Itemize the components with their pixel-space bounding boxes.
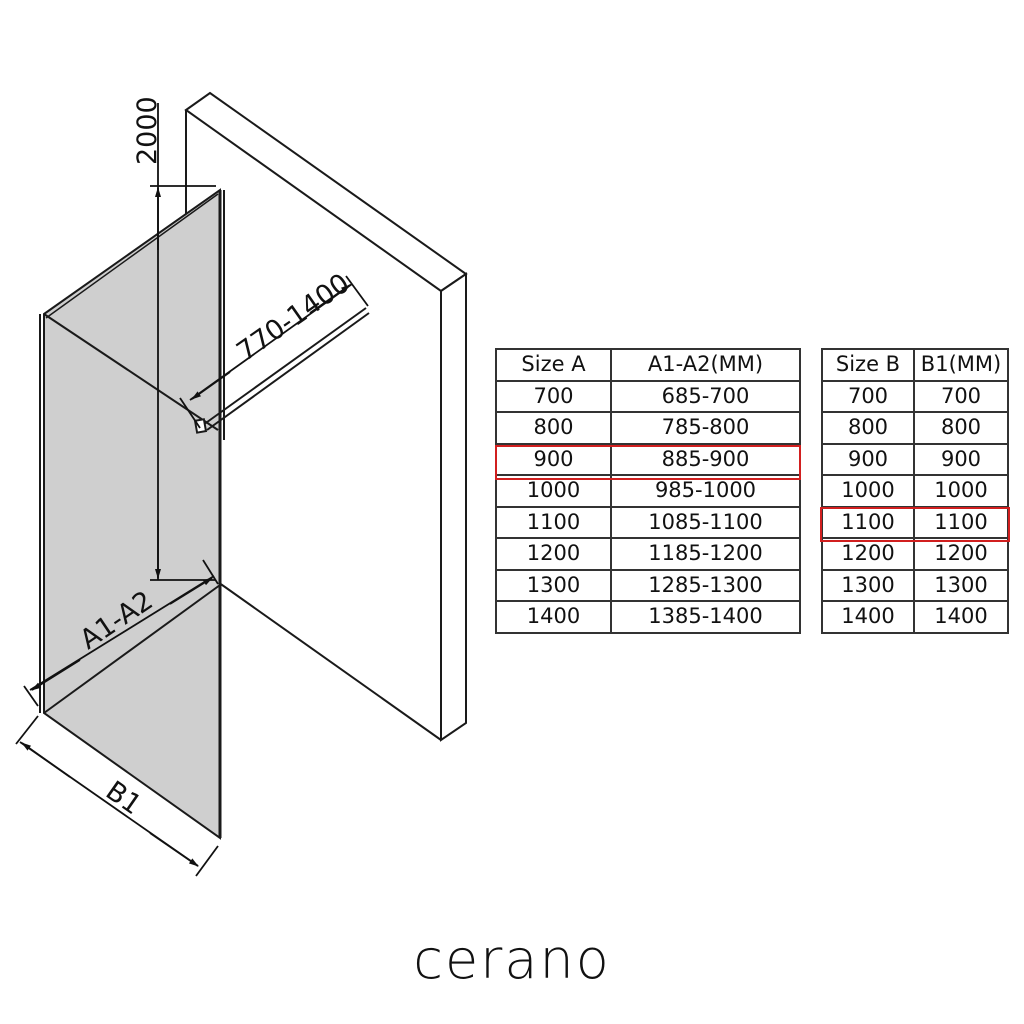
table-header-row: Size B B1(MM)	[821, 348, 1009, 382]
size-cell: 1100	[821, 505, 915, 539]
size-cell: 1400	[495, 600, 612, 634]
size-cell: 700	[821, 379, 915, 413]
header-b1: B1(MM)	[913, 348, 1009, 382]
brand-logo: cerano	[413, 928, 611, 991]
header-a1-a2: A1-A2(MM)	[610, 348, 801, 382]
b1-cell: 900	[913, 442, 1009, 476]
size-cell: 700	[495, 379, 612, 413]
size-cell: 1200	[495, 537, 612, 571]
size-cell: 1200	[821, 537, 915, 571]
size-cell: 1300	[495, 568, 612, 602]
glass-panel	[39, 188, 225, 840]
size-cell: 1000	[495, 474, 612, 508]
size-cell: 900	[821, 442, 915, 476]
size-cell: 1400	[821, 600, 915, 634]
b1-cell: 1300	[913, 568, 1009, 602]
depth-dimension	[15, 715, 219, 877]
size-cell: 1300	[821, 568, 915, 602]
b1-cell: 1100	[913, 505, 1009, 539]
table-header-row: Size A A1-A2(MM)	[495, 348, 801, 382]
b1-cell: 1000	[913, 474, 1009, 508]
size-cell: 800	[821, 411, 915, 445]
wall	[184, 91, 468, 742]
height-label: 2000	[132, 96, 163, 165]
range-cell: 985-1000	[610, 474, 801, 508]
panel-width-dimension	[23, 559, 219, 707]
range-cell: 885-900	[610, 442, 801, 476]
range-cell: 685-700	[610, 379, 801, 413]
range-cell: 1385-1400	[610, 600, 801, 634]
range-cell: 785-800	[610, 411, 801, 445]
height-dimension	[150, 103, 216, 581]
size-cell: 1000	[821, 474, 915, 508]
header-size-a: Size A	[495, 348, 612, 382]
size-cell: 800	[495, 411, 612, 445]
b1-cell: 1200	[913, 537, 1009, 571]
b1-cell: 700	[913, 379, 1009, 413]
b1-cell: 1400	[913, 600, 1009, 634]
size-cell: 1100	[495, 505, 612, 539]
arm-length-label: 770-1400	[231, 268, 355, 368]
size-cell: 900	[495, 442, 612, 476]
b1-cell: 800	[913, 411, 1009, 445]
range-cell: 1285-1300	[610, 568, 801, 602]
support-arm	[193, 307, 370, 434]
range-cell: 1185-1200	[610, 537, 801, 571]
header-size-b: Size B	[821, 348, 915, 382]
range-cell: 1085-1100	[610, 505, 801, 539]
arm-dimension	[179, 275, 369, 429]
